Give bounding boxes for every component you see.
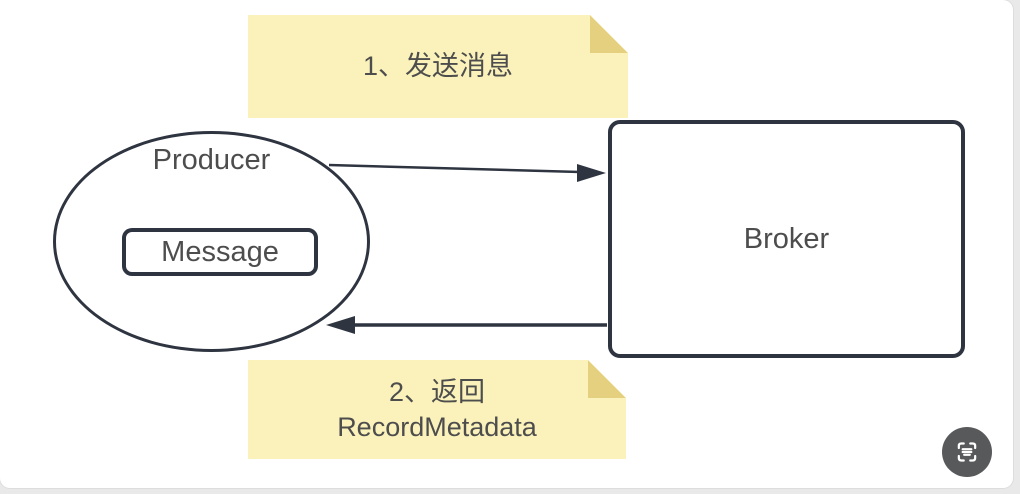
note-send-message-text: 1、发送消息	[362, 51, 514, 81]
note-return-recordmetadata: 2、返回 RecordMetadata	[248, 360, 626, 459]
note-fold-icon	[590, 15, 628, 53]
scan-text-icon	[957, 442, 977, 462]
return-arrowhead-icon	[326, 316, 355, 334]
note-send-message: 1、发送消息	[248, 15, 628, 118]
message-label: Message	[161, 235, 279, 268]
note-return-line1: 2、返回	[388, 376, 486, 407]
note-return-line2: RecordMetadata	[337, 411, 537, 442]
note-return-text: 2、返回 RecordMetadata	[337, 375, 537, 445]
scan-button[interactable]	[942, 427, 992, 477]
message-box: Message	[122, 228, 318, 276]
broker-label: Broker	[743, 222, 830, 255]
note-fold-icon	[588, 360, 626, 398]
send-arrowhead-icon	[577, 164, 606, 182]
broker-box: Broker	[608, 120, 965, 358]
producer-label: Producer	[152, 144, 271, 176]
